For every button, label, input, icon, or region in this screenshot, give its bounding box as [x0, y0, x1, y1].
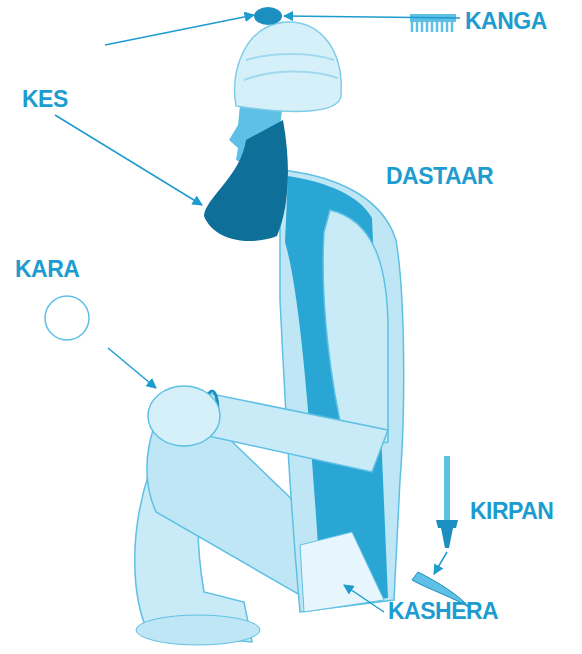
- kirpan-hilt: [436, 520, 458, 548]
- kirpan-handle: [444, 456, 450, 520]
- turban-folds: [244, 54, 338, 80]
- foot: [136, 615, 260, 645]
- part-label: KASHERA: [388, 600, 498, 623]
- beard: [204, 120, 288, 241]
- hands: [148, 386, 220, 446]
- forearm: [190, 392, 388, 472]
- kanga-comb-teeth: [412, 22, 452, 32]
- torso: [280, 170, 404, 612]
- part-label: KARA: [15, 258, 79, 281]
- part-label: KIRPAN: [470, 500, 553, 523]
- leader-arrow: [55, 115, 202, 205]
- leader-arrow: [434, 552, 447, 574]
- hair-bun: [254, 7, 282, 25]
- part-label: KES: [22, 88, 68, 111]
- dastaar-turban: [235, 22, 342, 112]
- leader-arrow: [344, 585, 384, 612]
- leader-arrow: [284, 16, 460, 18]
- part-label: DASTAAR: [386, 165, 493, 188]
- part-label: KANGA: [465, 10, 547, 33]
- upper-arm: [323, 210, 388, 448]
- leader-arrow: [108, 348, 156, 388]
- leader-arrow: [105, 15, 254, 45]
- kara-icon: [45, 296, 89, 340]
- kashera-shorts: [300, 532, 384, 612]
